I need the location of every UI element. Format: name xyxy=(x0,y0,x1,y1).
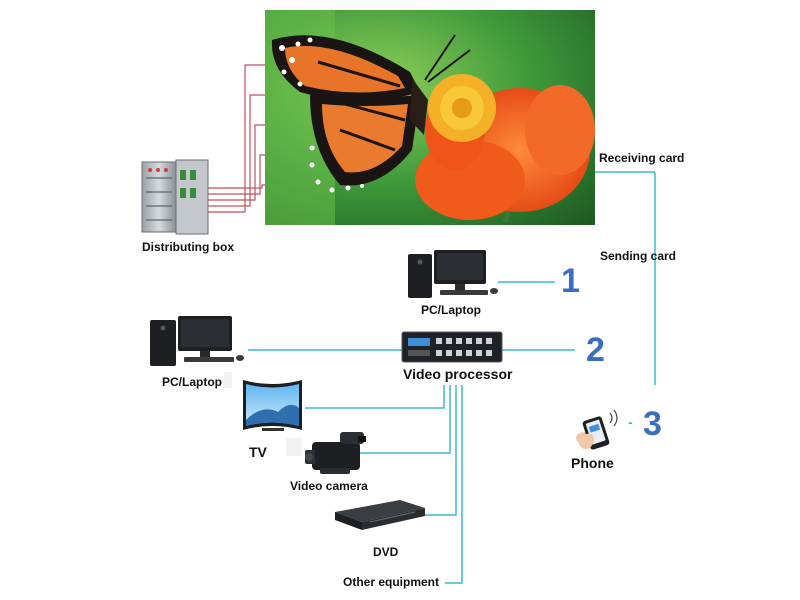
video-processor-icon xyxy=(401,331,503,363)
distributing-box-icon xyxy=(141,159,209,235)
receiving-card-label: Receiving card xyxy=(599,151,685,165)
number-two: 2 xyxy=(586,331,605,369)
line-camera xyxy=(360,385,451,454)
tv-icon xyxy=(243,380,302,431)
butterfly-image xyxy=(271,34,471,193)
pc-laptop-left-label: PC/Laptop xyxy=(162,375,222,389)
line-tv xyxy=(305,385,445,409)
tv-label: TV xyxy=(249,444,267,460)
video-camera-label: Video camera xyxy=(290,479,368,493)
pc-laptop-top-icon xyxy=(408,250,498,298)
pc-laptop-left-icon xyxy=(150,316,244,366)
other-equipment-label: Other equipment xyxy=(343,575,440,589)
led-screen xyxy=(265,10,595,225)
sending-card-label: Sending card xyxy=(600,249,677,263)
phone-icon xyxy=(576,409,618,450)
connector-lines xyxy=(248,171,656,584)
number-one: 1 xyxy=(561,262,580,300)
line-other xyxy=(445,385,463,584)
power-lines xyxy=(205,64,265,213)
number-three: 3 xyxy=(643,405,662,443)
video-camera-icon xyxy=(305,432,366,474)
phone-label: Phone xyxy=(571,455,614,471)
line-dvd xyxy=(425,385,457,516)
phone-dash: - xyxy=(628,414,633,430)
flower-image xyxy=(415,74,595,223)
video-processor-label: Video processor xyxy=(403,366,513,382)
dvd-label: DVD xyxy=(373,545,399,559)
blank-placeholder xyxy=(224,372,232,388)
pc-laptop-top-label: PC/Laptop xyxy=(421,303,481,317)
distributing-box-label: Distributing box xyxy=(142,240,234,254)
blank-placeholder xyxy=(286,438,302,456)
dvd-player-icon xyxy=(335,500,425,530)
